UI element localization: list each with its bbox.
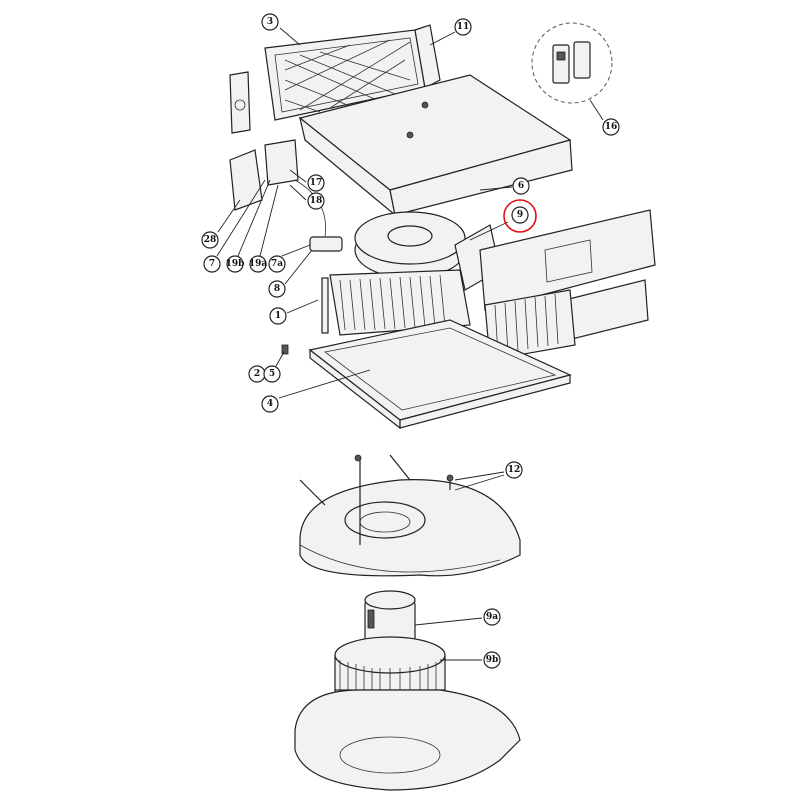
plate-hole: [234, 99, 246, 111]
blower-top-housing-part: [299, 454, 521, 577]
svg-text:4: 4: [267, 399, 273, 409]
leader-lines: [216, 27, 604, 661]
drain-pan-part: [308, 319, 572, 430]
svg-text:7: 7: [209, 259, 215, 269]
evaporator-coil-part: [321, 269, 576, 361]
filter-bracket-part: [414, 24, 441, 89]
svg-text:1: 1: [275, 311, 281, 321]
callout-9: 9: [511, 206, 529, 224]
svg-text:3: 3: [267, 17, 273, 27]
drain-fitting-part: [281, 344, 289, 355]
relay-part: [264, 139, 299, 186]
svg-text:11: 11: [457, 22, 470, 32]
mounting-plate-part: [229, 71, 251, 134]
svg-text:9: 9: [517, 210, 523, 220]
callout-28: 28: [201, 231, 219, 249]
svg-text:19b: 19b: [226, 259, 245, 269]
top-cover-part: [298, 74, 573, 217]
blower-motor-part: [364, 590, 416, 646]
svg-text:19a: 19a: [249, 259, 268, 269]
highlight-ring-part-9: [503, 199, 537, 233]
display-panel-part: [309, 236, 343, 252]
callout-5: 5: [263, 365, 281, 383]
svg-text:18: 18: [310, 196, 323, 206]
svg-text:9a: 9a: [486, 612, 498, 622]
svg-text:6: 6: [518, 181, 524, 191]
svg-text:9b: 9b: [486, 655, 499, 665]
callout-1: 1: [269, 307, 287, 325]
callout-17: 17: [307, 174, 325, 192]
callout-7a: 7a: [268, 255, 286, 273]
blower-bottom-housing-part: [294, 689, 521, 791]
svg-text:7a: 7a: [271, 259, 283, 269]
callout-11: 11: [454, 18, 472, 36]
svg-text:5: 5: [269, 369, 275, 379]
side-panel-part: [479, 209, 656, 341]
svg-text:28: 28: [204, 235, 217, 245]
callout-2: 2: [248, 365, 266, 383]
callout-9a: 9a: [483, 608, 501, 626]
svg-text:2: 2: [254, 369, 260, 379]
control-box-part: [229, 149, 263, 211]
svg-text:17: 17: [310, 178, 323, 188]
callout-7: 7: [203, 255, 221, 273]
callout-8: 8: [268, 280, 286, 298]
callout-19b: 19b: [226, 255, 245, 273]
callout-6: 6: [512, 177, 530, 195]
svg-text:8: 8: [274, 284, 280, 294]
callout-12: 12: [505, 461, 523, 479]
callout-19a: 19a: [249, 255, 268, 273]
svg-text:12: 12: [508, 465, 521, 475]
svg-text:16: 16: [605, 122, 618, 132]
callout-16: 16: [602, 118, 620, 136]
callout-4: 4: [261, 395, 279, 413]
remote-bracket-part: [531, 22, 613, 104]
callout-3: 3: [261, 13, 279, 31]
callout-9b: 9b: [483, 651, 501, 669]
callout-18: 18: [307, 192, 325, 210]
